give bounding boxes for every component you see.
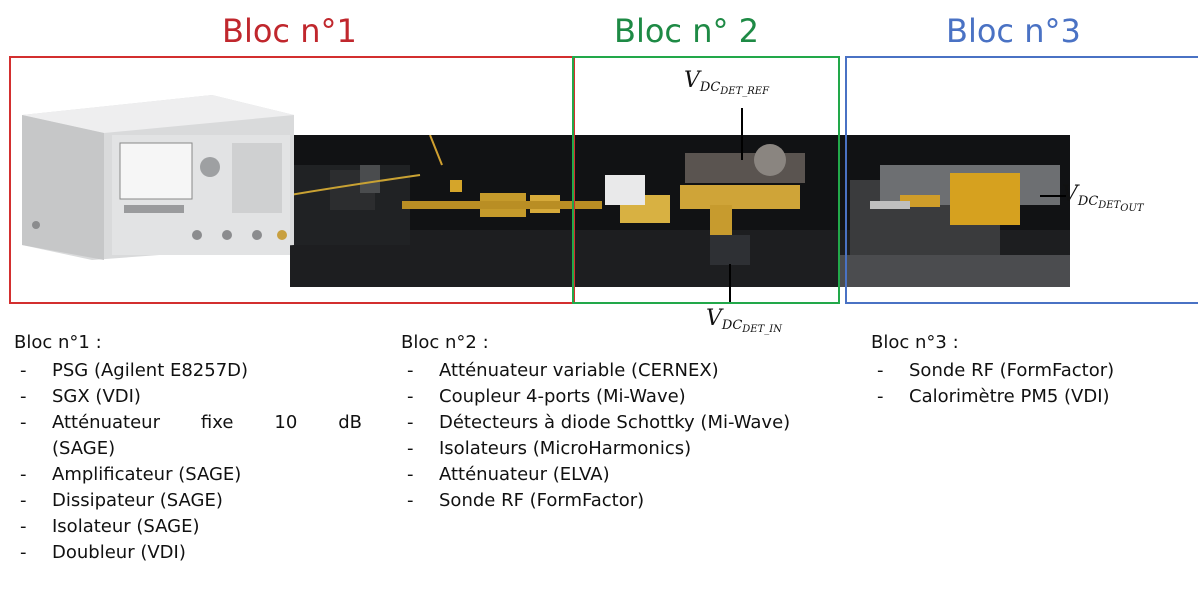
- list-item: Doubleur (VDI): [14, 540, 374, 566]
- bloc1-frame: [9, 56, 575, 304]
- word: Atténuateur: [52, 412, 160, 433]
- bench-photo: [290, 135, 1070, 287]
- psg-generator-image: [12, 95, 294, 260]
- bloc1-title: Bloc n°1: [222, 12, 357, 50]
- list-item: Sonde RF (FormFactor): [871, 358, 1191, 384]
- vdc-det-out-label: VDCDETOUT: [1062, 182, 1144, 214]
- bench-photo-illustration: [290, 135, 1070, 287]
- bloc2-list: Bloc n°2 : Atténuateur variable (CERNEX)…: [401, 330, 861, 514]
- list-item: Atténuateur fixe 10 dB (SAGE): [14, 410, 374, 462]
- list-item: PSG (Agilent E8257D): [14, 358, 374, 384]
- list-item: Atténuateur variable (CERNEX): [401, 358, 861, 384]
- list-item: Amplificateur (SAGE): [14, 462, 374, 488]
- list-item: Détecteurs à diode Schottky (Mi-Wave): [401, 410, 861, 436]
- bloc3-list-heading: Bloc n°3 :: [871, 332, 959, 353]
- list-item: Isolateurs (MicroHarmonics): [401, 436, 861, 462]
- list-item: Calorimètre PM5 (VDI): [871, 384, 1191, 410]
- bloc2-title: Bloc n° 2: [614, 12, 759, 50]
- bloc3-title: Bloc n°3: [946, 12, 1081, 50]
- bloc3-frame: [845, 56, 1198, 304]
- list-item: Atténuateur (ELVA): [401, 462, 861, 488]
- bloc3-list: Bloc n°3 : Sonde RF (FormFactor) Calorim…: [871, 330, 1191, 410]
- bloc1-list-heading: Bloc n°1 :: [14, 332, 102, 353]
- list-item: Isolateur (SAGE): [14, 514, 374, 540]
- list-item: SGX (VDI): [14, 384, 374, 410]
- attenuator-line: Atténuateur fixe 10 dB: [52, 410, 362, 436]
- psg-generator-illustration: [22, 95, 294, 260]
- bloc2-list-heading: Bloc n°2 :: [401, 332, 489, 353]
- vdc-det-ref-label: VDCDET_REF: [684, 68, 770, 97]
- list-item: Dissipateur (SAGE): [14, 488, 374, 514]
- list-item: Coupleur 4-ports (Mi-Wave): [401, 384, 861, 410]
- list-item: Sonde RF (FormFactor): [401, 488, 861, 514]
- word: fixe: [200, 412, 234, 433]
- attenuator-line-cont: (SAGE): [52, 438, 116, 459]
- word: dB: [338, 412, 362, 433]
- bloc2-frame: [572, 56, 840, 304]
- word: 10: [274, 412, 298, 433]
- bloc1-list: Bloc n°1 : PSG (Agilent E8257D) SGX (VDI…: [14, 330, 374, 566]
- vdc-det-in-label: VDCDET_IN: [706, 306, 782, 335]
